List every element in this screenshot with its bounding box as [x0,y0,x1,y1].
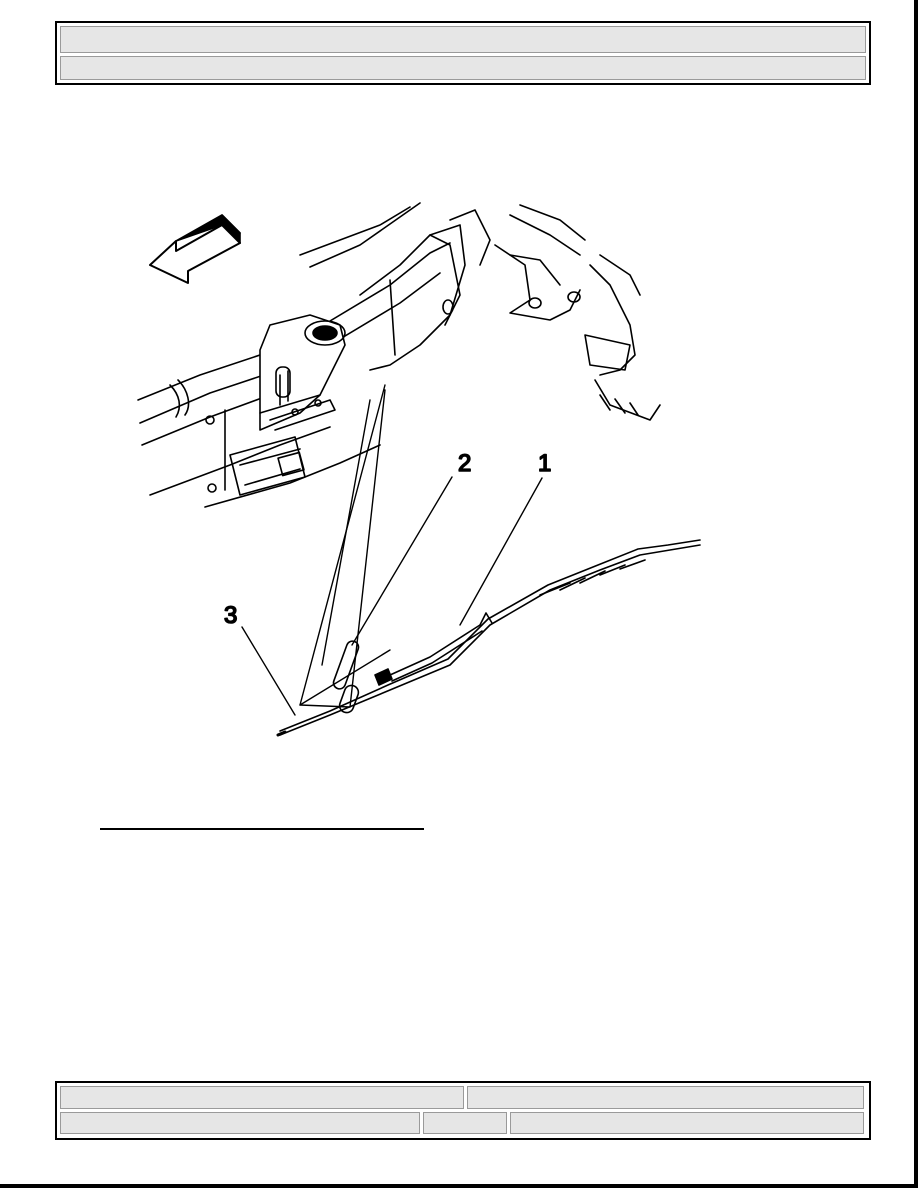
callout-leaders [241,476,543,716]
forward-direction-arrow-icon [149,214,241,284]
page-footer [55,1081,871,1140]
frame-rail [137,242,451,508]
footer-cell-2 [467,1086,864,1109]
footer-cell-1 [60,1086,464,1109]
parking-brake-cable [276,539,701,737]
header-row-1 [60,26,866,53]
page-header [55,21,871,85]
callout-2: 2 [458,450,471,477]
cable-mount-bracket [259,314,346,431]
callout-1: 1 [538,450,551,477]
footer-cell-5 [510,1112,864,1134]
parking-brake-cable-illustration: 1 2 3 [137,202,701,737]
callout-3: 3 [224,602,237,629]
upper-crossmember [299,202,661,421]
section-divider [100,828,424,830]
footer-cell-4 [423,1112,507,1134]
header-row-2 [60,56,866,80]
footer-cell-3 [60,1112,420,1134]
detail-leader-lines [299,384,391,708]
